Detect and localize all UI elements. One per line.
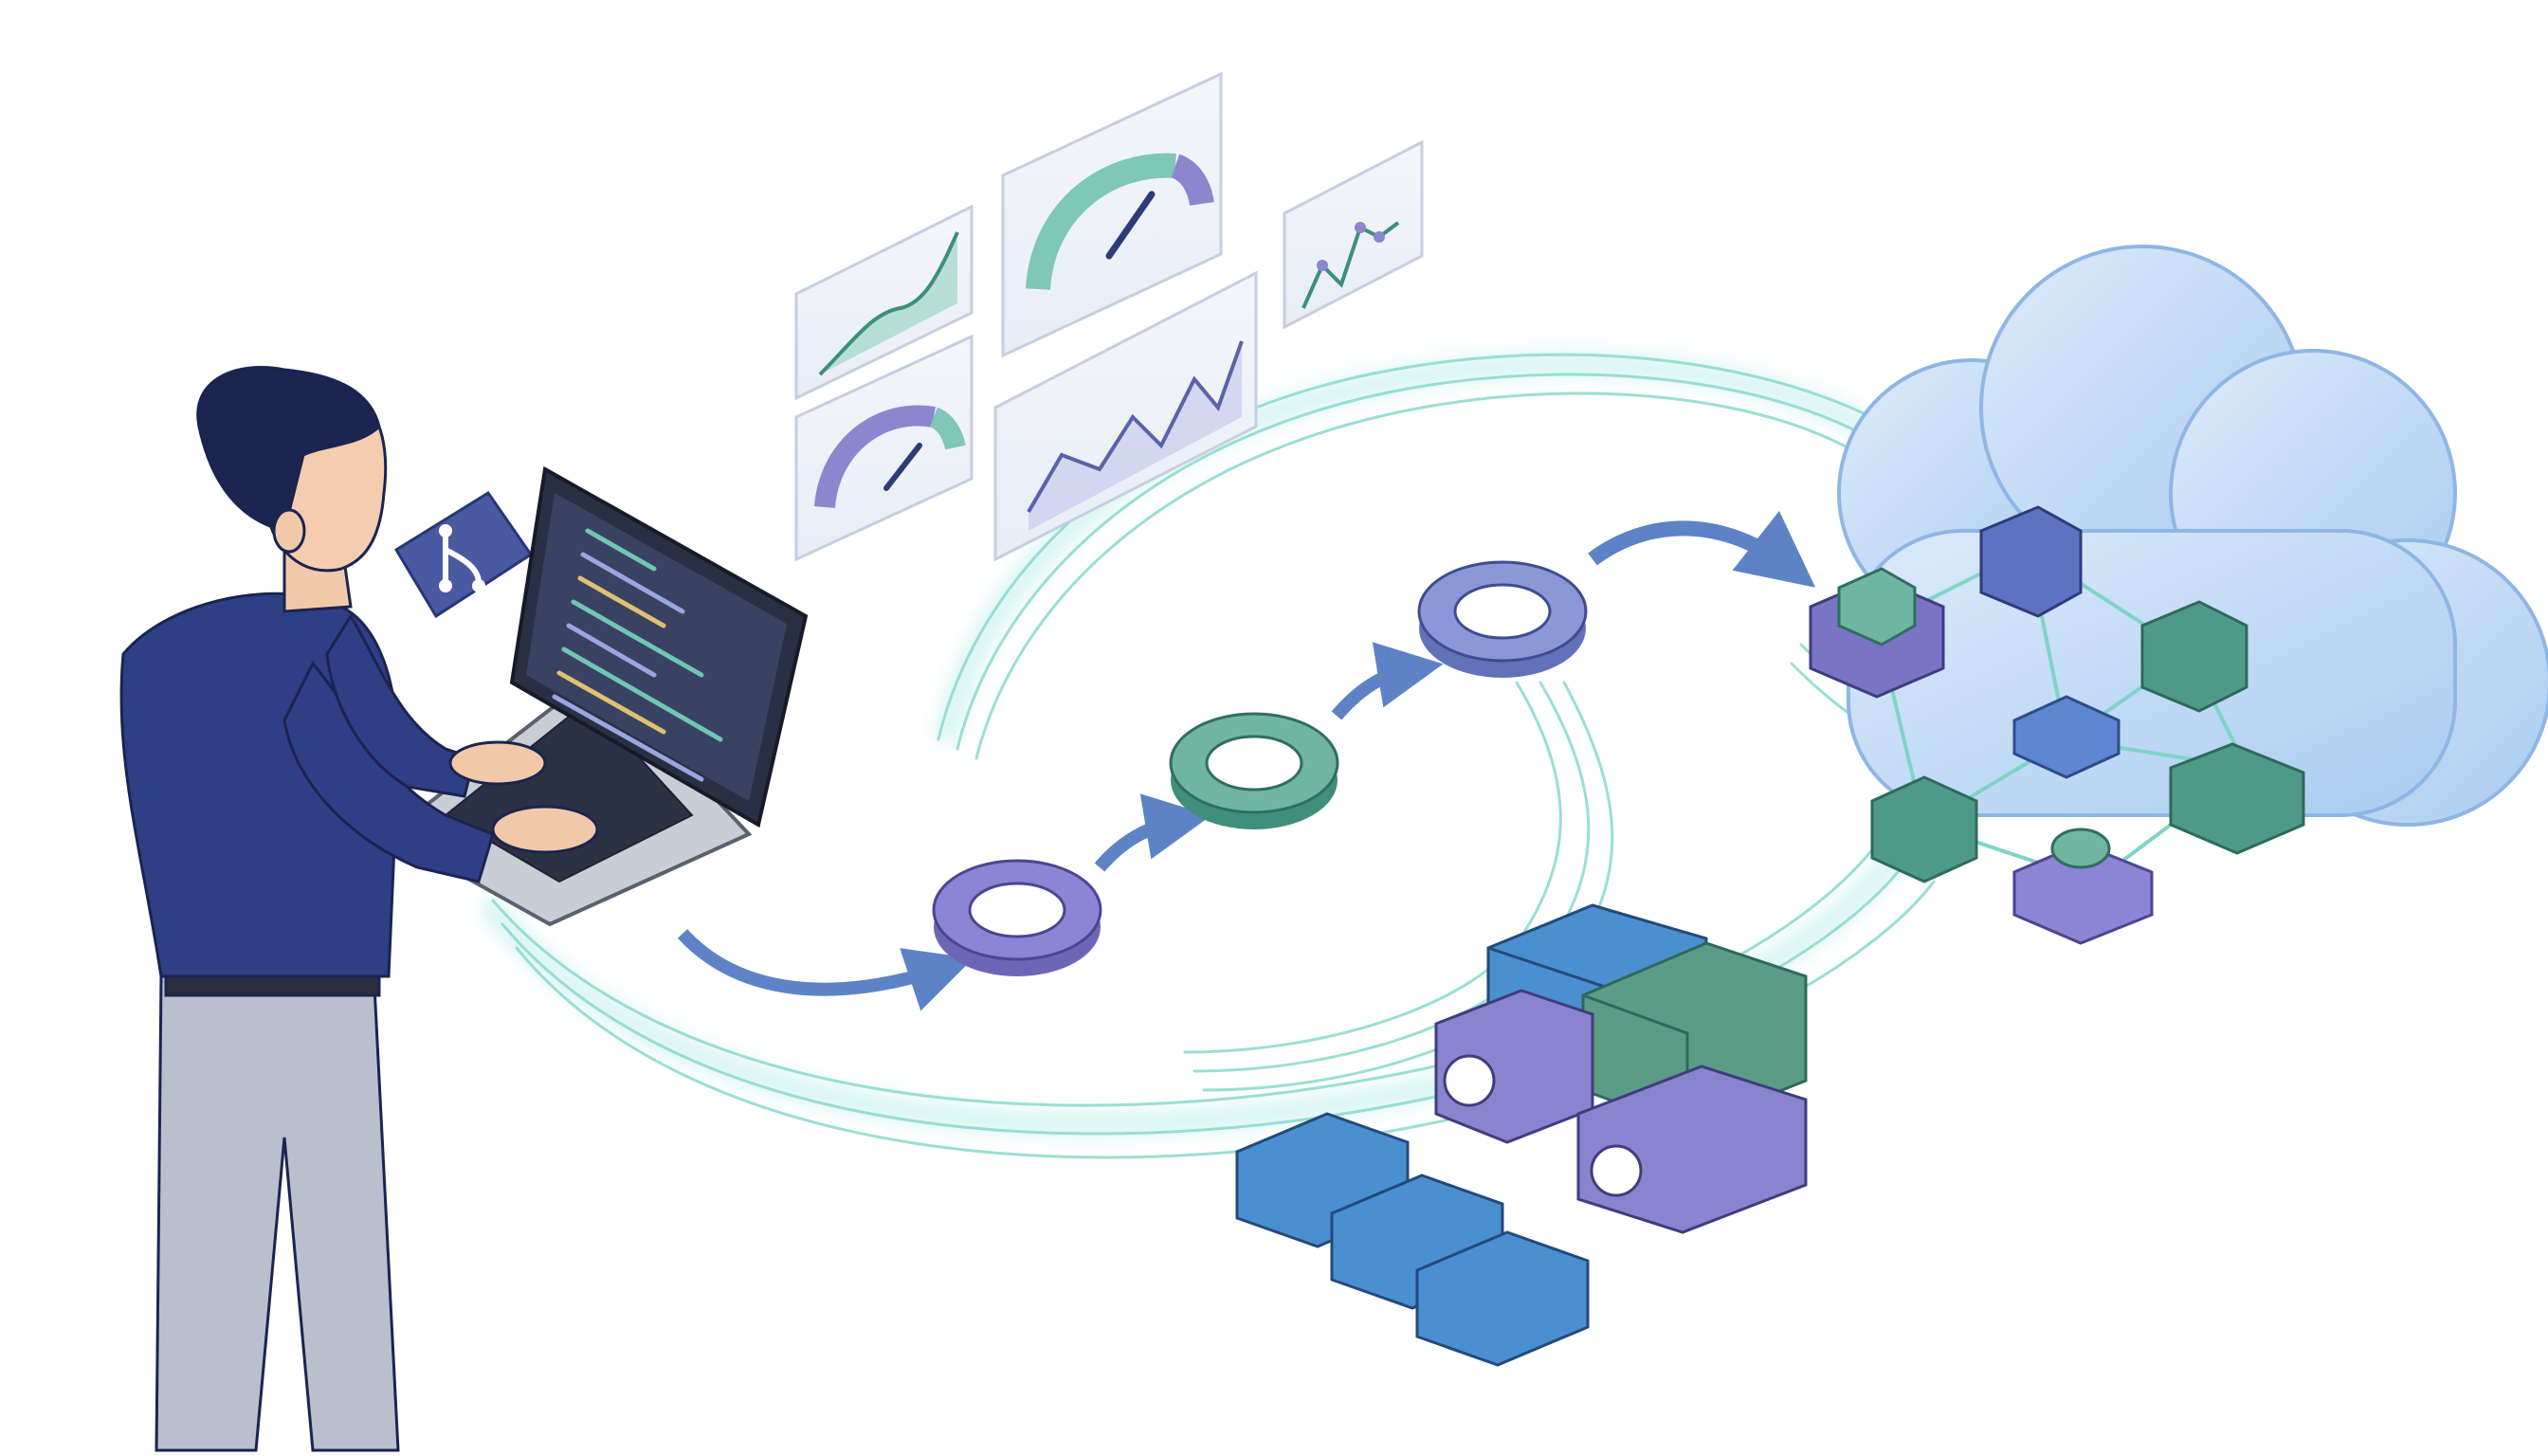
build-stage-ring [932, 859, 1102, 976]
cluster-node [1979, 505, 2083, 618]
monitoring-panels [794, 71, 1424, 562]
line-chart-line [1027, 340, 1244, 514]
gauge-panel-teal [1001, 71, 1223, 358]
gauge-arc-teal [1026, 153, 1176, 291]
cluster-node [1809, 567, 1945, 699]
cloud-shape [1837, 245, 2548, 827]
gauge-panel-purple [794, 334, 974, 562]
cluster-node [1870, 775, 1978, 883]
laptop [385, 465, 809, 927]
arm [325, 613, 476, 798]
line-chart-panel-small [1283, 139, 1424, 330]
deploy-stage-ring [1417, 560, 1588, 678]
pants [155, 974, 400, 1452]
flow-arrow [677, 929, 974, 1011]
container-stack [1235, 903, 1808, 1367]
pipeline-stages [677, 510, 1816, 1011]
kubernetes-icon [1443, 1054, 1496, 1107]
line-chart-panel-large [993, 270, 1258, 562]
flow-arrow [1094, 793, 1211, 872]
area-chart-panel [794, 204, 974, 401]
flow-arrow [1588, 510, 1816, 588]
docker-container [1415, 1230, 1590, 1367]
gauge-needle [883, 443, 922, 491]
cloud-cluster [1809, 245, 2548, 945]
flow-arrow [1331, 642, 1444, 720]
git-branch-icon [393, 490, 534, 619]
cluster-node [2012, 695, 2120, 779]
cluster-node [2169, 742, 2305, 855]
kubernetes-icon [1590, 1144, 1643, 1197]
kubernetes-container [1576, 1065, 1808, 1234]
cluster-node [2012, 828, 2154, 945]
ear [272, 508, 306, 554]
cluster-node [2140, 600, 2248, 713]
kubernetes-container [1434, 989, 1594, 1144]
developer-figure [119, 366, 599, 1452]
hair [196, 366, 381, 533]
code-lines [552, 528, 723, 782]
hand [448, 740, 547, 786]
gauge-needle [1105, 191, 1156, 260]
hand [491, 805, 599, 854]
test-stage-ring [1169, 712, 1339, 829]
gauge-arc-purple [814, 405, 936, 509]
area-chart-line [818, 231, 959, 376]
area-chart-fill [1028, 341, 1242, 531]
